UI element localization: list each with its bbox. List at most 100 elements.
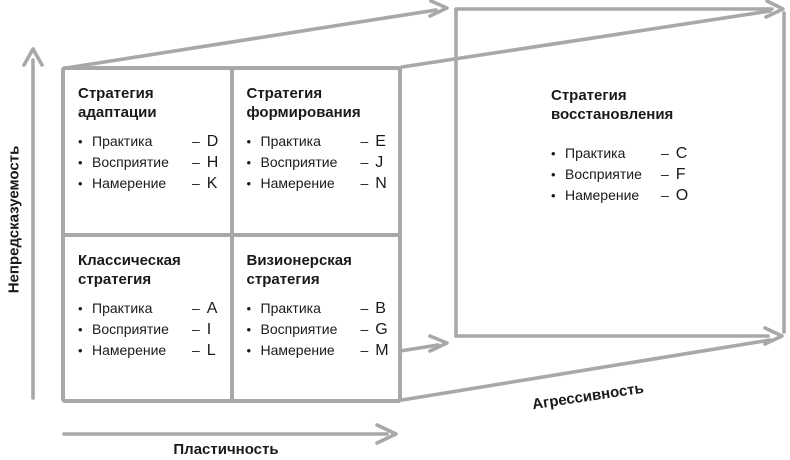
list-item: • Практика – E [247, 131, 395, 152]
quadrant-title-line1: Стратегия [78, 85, 154, 102]
item-dash: – [661, 187, 669, 203]
item-dash: – [360, 299, 369, 316]
item-letter: E [375, 133, 386, 150]
bullet-icon: • [78, 134, 83, 149]
top-left-connector-line [64, 8, 438, 70]
vertical-axis-label: Непредсказуемость [5, 145, 23, 294]
item-letter: K [206, 175, 218, 192]
quadrant-item-list: • Практика – A • Восприятие – I • Намере… [78, 298, 226, 361]
quadrant-item-list: • Практика – B • Восприятие – G • Намере… [247, 298, 395, 361]
strategy-matrix: Стратегия адаптации • Практика – D • Вос… [61, 66, 402, 403]
quadrant-visionary: Визионерская стратегия • Практика – B • … [233, 236, 398, 399]
list-item: • Восприятие – J [247, 152, 395, 173]
item-label: Практика [92, 299, 153, 316]
item-letter: G [375, 320, 388, 338]
item-dash: – [360, 154, 369, 170]
list-item: • Практика – D [78, 131, 226, 152]
item-letter: D [206, 133, 219, 150]
item-label: Восприятие [92, 320, 169, 337]
list-item: • Восприятие – G [247, 319, 395, 340]
item-dash: – [360, 320, 369, 337]
quadrant-item-list: • Практика – E • Восприятие – J • Намере… [247, 131, 395, 194]
quadrant-title: Визионерская стратегия [247, 251, 395, 289]
bullet-icon: • [246, 300, 252, 316]
item-dash: – [192, 175, 200, 191]
back-top-right-arrowhead-icon [764, 0, 785, 19]
quadrant-title-line2: стратегия [78, 270, 152, 288]
quadrant-title-line1: Стратегия [246, 85, 323, 102]
item-dash: – [192, 133, 200, 149]
item-label: Намерение [92, 341, 167, 358]
item-label: Практика [260, 299, 321, 316]
item-dash: – [192, 154, 200, 170]
bullet-icon: • [246, 176, 252, 191]
item-letter: F [675, 166, 686, 183]
quadrant-shaping: Стратегия формирования • Практика – E • … [233, 70, 398, 233]
bottom-connector-arrowhead-icon [428, 334, 449, 353]
quadrant-title: Стратегия формирования [247, 84, 395, 122]
list-item: • Восприятие – F [551, 164, 741, 185]
item-label: Практика [260, 133, 321, 149]
quadrant-adaptation: Стратегия адаптации • Практика – D • Вос… [65, 70, 230, 233]
bullet-icon: • [246, 342, 252, 358]
horizontal-axis-label: Пластичность [173, 441, 279, 458]
panel-title: Стратегия восстановления [551, 86, 741, 124]
top-right-connector-line [400, 9, 772, 69]
list-item: • Намерение – M [247, 340, 395, 361]
horizontal-axis-arrowhead-icon [375, 423, 398, 445]
list-item: • Намерение – N [247, 173, 395, 194]
vertical-axis-arrowhead-icon [22, 47, 44, 67]
panel-title-line1: Стратегия [551, 87, 627, 104]
item-letter: J [375, 154, 384, 171]
item-letter: B [375, 299, 386, 317]
item-dash: – [661, 166, 669, 182]
item-dash: – [360, 175, 369, 191]
quadrant-title-line2: стратегия [246, 270, 320, 288]
item-dash: – [192, 299, 200, 316]
list-item: • Практика – C [551, 143, 741, 164]
bullet-icon: • [78, 321, 83, 337]
item-label: Намерение [260, 341, 335, 358]
item-label: Практика [92, 133, 153, 149]
item-label: Практика [565, 145, 626, 161]
bullet-icon: • [246, 134, 252, 149]
quadrant-item-list: • Практика – D • Восприятие – H • Намере… [78, 131, 226, 194]
item-letter: M [375, 341, 389, 359]
panel-renewal: Стратегия восстановления • Практика – C … [551, 86, 741, 206]
item-label: Восприятие [260, 320, 338, 337]
item-dash: – [661, 145, 669, 161]
item-label: Намерение [565, 187, 640, 203]
bullet-icon: • [78, 300, 83, 316]
quadrant-title: Стратегия адаптации [78, 84, 226, 122]
list-item: • Восприятие – H [78, 152, 226, 173]
bullet-icon: • [78, 155, 83, 170]
diagonal-axis-line [400, 338, 772, 402]
quadrant-title-line2: формирования [246, 104, 361, 121]
item-dash: – [192, 320, 200, 337]
item-letter: I [206, 320, 212, 338]
quadrant-title-line2: адаптации [78, 104, 157, 121]
item-label: Восприятие [92, 154, 169, 170]
item-letter: O [675, 187, 689, 204]
bullet-icon: • [551, 188, 556, 203]
bullet-icon: • [551, 167, 556, 182]
item-letter: H [206, 154, 219, 171]
list-item: • Практика – A [78, 298, 226, 319]
bullet-icon: • [551, 146, 556, 161]
bottom-connector-line [398, 343, 440, 353]
bullet-icon: • [78, 342, 83, 358]
item-label: Намерение [92, 175, 167, 191]
item-label: Восприятие [260, 154, 338, 170]
top-left-connector-arrowhead-icon [428, 0, 449, 18]
item-letter: A [206, 299, 218, 317]
bullet-icon: • [246, 155, 252, 170]
item-letter: C [675, 145, 688, 162]
item-dash: – [192, 341, 200, 358]
list-item: • Намерение – O [551, 185, 741, 206]
item-label: Восприятие [565, 166, 642, 182]
quadrant-title: Классическая стратегия [78, 251, 226, 289]
quadrant-title-line1: Визионерская [246, 251, 352, 269]
list-item: • Намерение – L [78, 340, 226, 361]
